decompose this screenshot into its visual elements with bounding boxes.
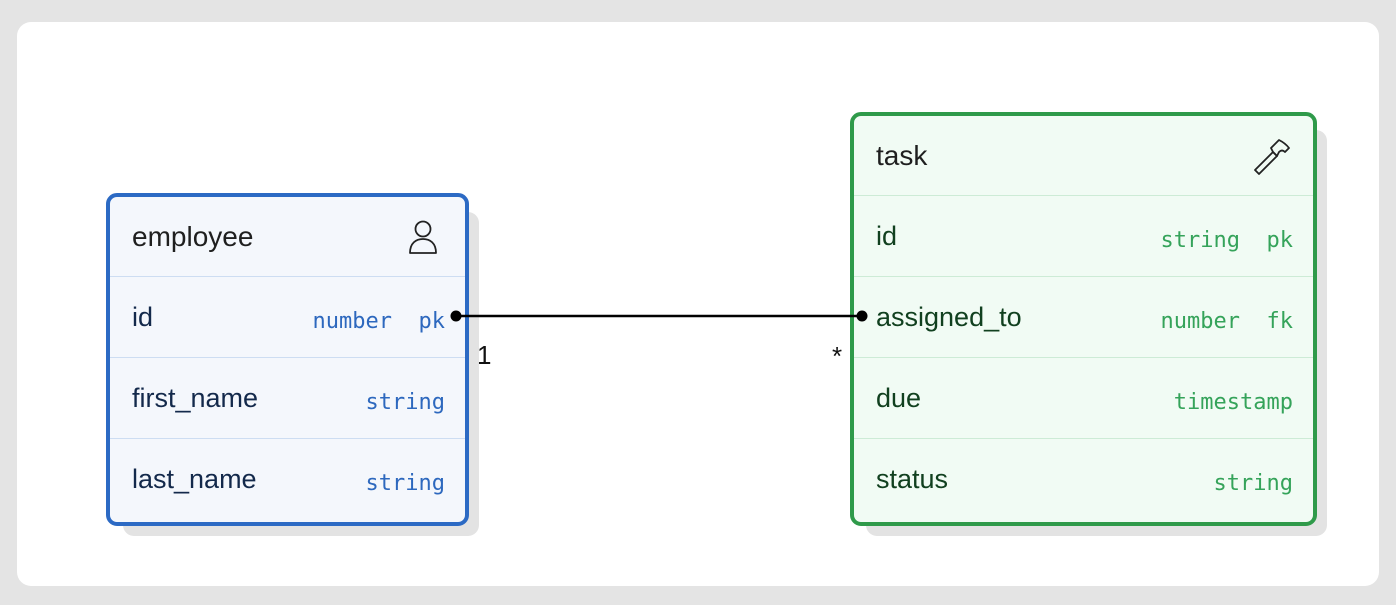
hammer-icon [1254, 138, 1290, 175]
column-type: string pk [1160, 227, 1293, 253]
employee-entity[interactable]: employee id number pk first_name string … [106, 193, 469, 526]
column-type: number pk [312, 308, 445, 334]
connector-endpoint-employee [450, 310, 462, 322]
column-type: string [365, 470, 445, 496]
task-row-due[interactable]: due timestamp [854, 357, 1313, 438]
connector-endpoint-task [856, 310, 868, 322]
column-name: id [132, 301, 154, 332]
employee-header[interactable]: employee [110, 197, 465, 276]
multiplicity-many: * [832, 341, 843, 371]
column-type: string [1213, 470, 1293, 496]
task-row-assigned-to[interactable]: assigned_to number fk [854, 276, 1313, 357]
task-row-status[interactable]: status string [854, 438, 1313, 519]
employee-title: employee [132, 220, 254, 252]
column-type: number fk [1160, 308, 1293, 334]
column-type: string [365, 389, 445, 415]
column-name: assigned_to [876, 301, 1022, 332]
employee-row-id[interactable]: id number pk [110, 276, 465, 357]
employee-row-first-name[interactable]: first_name string [110, 357, 465, 438]
task-row-id[interactable]: id string pk [854, 195, 1313, 276]
task-title: task [876, 139, 928, 171]
column-name: due [876, 382, 922, 413]
employee-row-last-name[interactable]: last_name string [110, 438, 465, 519]
task-header[interactable]: task [854, 116, 1313, 195]
column-name: status [876, 463, 949, 494]
column-name: first_name [132, 382, 259, 413]
multiplicity-one: 1 [477, 340, 492, 370]
user-icon [409, 220, 437, 254]
column-name: id [876, 220, 898, 251]
task-entity[interactable]: task id string pk assigned_to number fk … [850, 112, 1317, 526]
column-type: timestamp [1173, 389, 1293, 415]
column-name: last_name [132, 463, 257, 494]
